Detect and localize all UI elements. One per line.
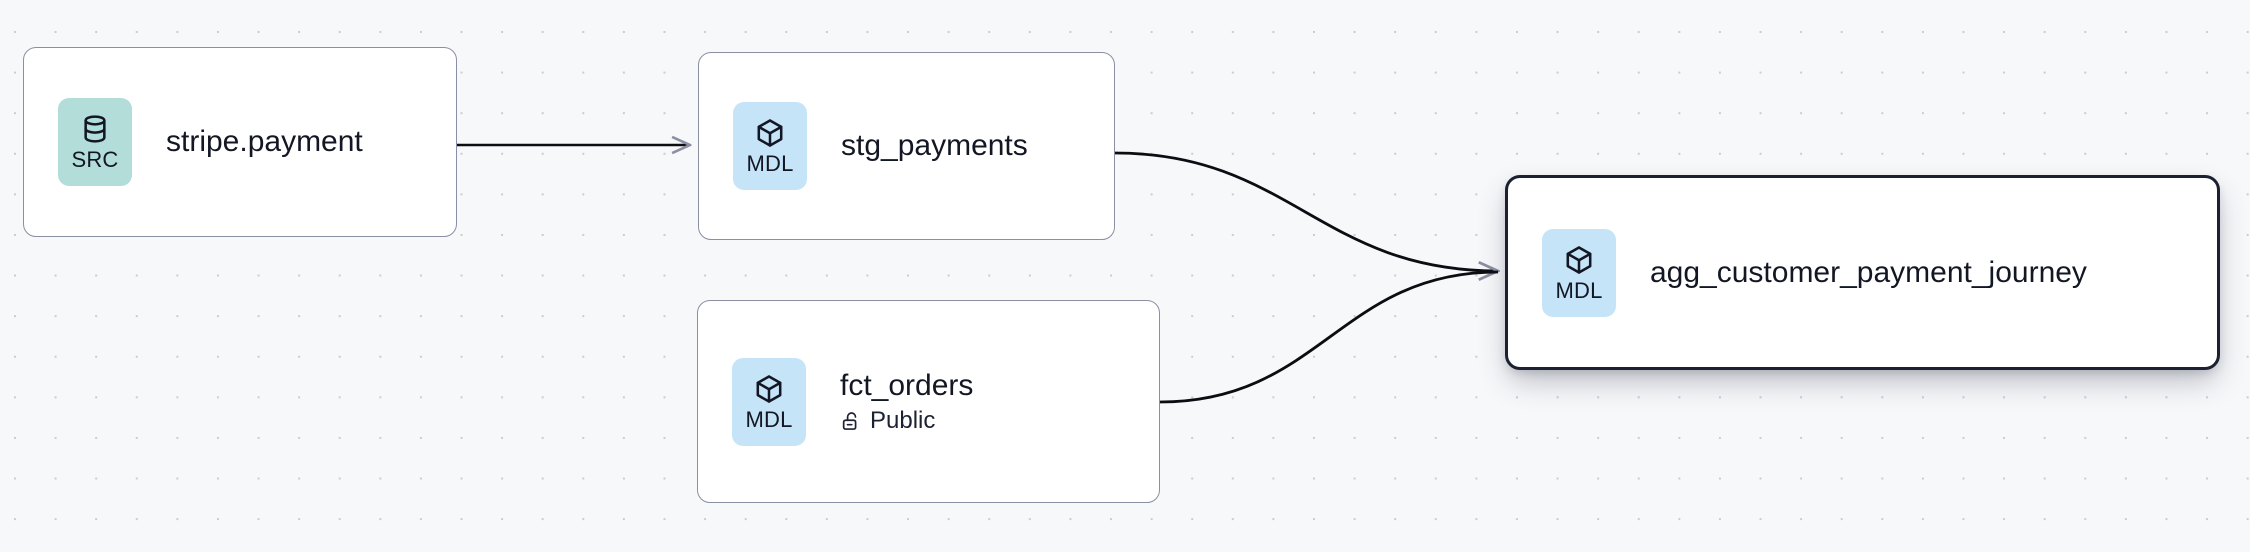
cube-icon <box>1563 244 1595 276</box>
graph-node-stg-payments[interactable]: MDL stg_payments <box>698 52 1115 240</box>
badge-label: MDL <box>745 406 793 432</box>
badge-label: SRC <box>71 147 119 172</box>
node-label-group: fct_orders Public <box>840 370 973 434</box>
node-type-badge-src: SRC <box>58 98 132 186</box>
node-title: fct_orders <box>840 368 974 402</box>
node-type-badge-mdl: MDL <box>732 357 806 446</box>
unlock-icon <box>840 410 862 432</box>
database-icon <box>79 113 111 145</box>
node-visibility: Public <box>840 408 973 433</box>
edge-fct-orders-to-agg-customer-payment-journey[interactable] <box>1159 270 1499 404</box>
node-label-group: stripe.payment <box>166 126 363 158</box>
node-title: stg_payments <box>841 129 1028 163</box>
node-title: agg_customer_payment_journey <box>1650 255 2087 289</box>
cube-icon <box>753 373 785 405</box>
edge-stg-payments-to-agg-customer-payment-journey[interactable] <box>1114 151 1498 271</box>
node-visibility-label: Public <box>870 407 936 435</box>
graph-node-stripe-payment[interactable]: SRC stripe.payment <box>23 47 457 237</box>
node-label-group: agg_customer_payment_journey <box>1650 257 2087 289</box>
node-type-badge-mdl: MDL <box>733 102 807 190</box>
node-type-badge-mdl: MDL <box>1542 228 1616 317</box>
node-label-group: stg_payments <box>841 130 1028 162</box>
node-title: stripe.payment <box>166 125 363 159</box>
graph-node-agg-customer-payment-journey[interactable]: MDL agg_customer_payment_journey <box>1505 175 2220 370</box>
cube-icon <box>754 117 786 149</box>
graph-node-fct-orders[interactable]: MDL fct_orders Public <box>697 300 1160 503</box>
badge-label: MDL <box>746 151 794 176</box>
badge-label: MDL <box>1555 277 1603 303</box>
